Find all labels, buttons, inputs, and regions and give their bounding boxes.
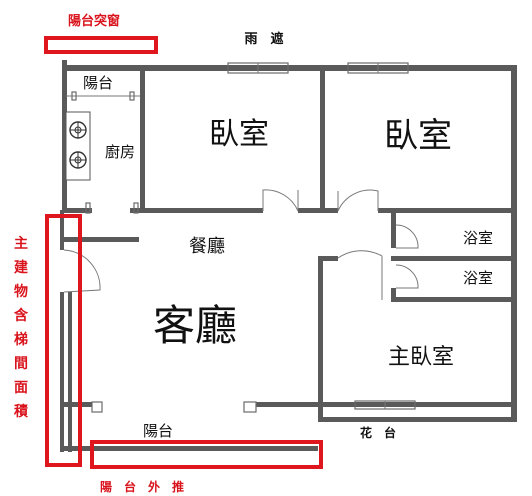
wall-left-lower-a: [60, 292, 64, 452]
wall-bedroom1-bottom-a: [140, 208, 263, 213]
annotation-box-bottom: [90, 440, 323, 469]
label-bath-1: 浴室: [463, 229, 493, 247]
annotation-top-text: 陽台突窗: [68, 13, 120, 29]
annotation-left-char: 面: [14, 380, 28, 396]
annotation-left-char: 物: [14, 283, 28, 300]
annotation-box-top: [44, 36, 158, 54]
wall-bath-left-b: [391, 288, 396, 302]
label-balcony-bottom: 陽台: [143, 422, 173, 440]
wall-bedroom2-bottom: [378, 208, 517, 213]
wall-kitchen-bottom-a: [62, 208, 92, 213]
label-dining: 餐廳: [189, 236, 225, 257]
wall-left-mid: [60, 210, 64, 250]
wall-bath-divider: [391, 256, 517, 261]
wall-left-upper: [62, 65, 67, 210]
annotation-left-char: 梯: [14, 331, 28, 348]
door-entrance: [63, 249, 101, 293]
label-master-bedroom: 主臥室: [388, 345, 454, 370]
label-living: 客廳: [153, 301, 237, 350]
wall-kitchen-right: [140, 65, 145, 213]
label-bath-2: 浴室: [463, 269, 493, 287]
wall-bedroom-divider: [320, 65, 325, 213]
door-bath1: [395, 224, 419, 249]
wall-left-lower-b: [68, 292, 72, 452]
wall-bath-left-a: [391, 208, 396, 248]
door-master: [337, 250, 383, 259]
wall-master-bottom: [256, 402, 517, 407]
wall-master-left: [318, 256, 323, 422]
label-canopy: 雨 遮: [244, 31, 283, 47]
annotation-left-char: 積: [13, 403, 29, 420]
wall-master-top-stub: [318, 256, 338, 261]
door-bath2: [395, 264, 419, 289]
wall-balcony-bottom: [62, 446, 318, 451]
doors: [63, 95, 419, 413]
label-bedroom-1: 臥室: [209, 117, 269, 152]
annotation-left-char: 含: [14, 307, 29, 324]
wall-right: [511, 65, 517, 422]
windows: [71, 62, 416, 410]
annotations: 陽台突窗 陽 台 外 推 主 建 物 含 梯 間 面 積: [13, 13, 323, 494]
wall-living-bottom-left: [62, 402, 92, 407]
label-kitchen: 廚房: [105, 143, 135, 161]
label-flower-bed: 花 台: [360, 425, 396, 440]
wall-flowerbed: [318, 417, 517, 422]
annotation-left-char: 建: [14, 259, 28, 276]
annotation-left-char: 主: [14, 235, 28, 252]
label-balcony-top: 陽台: [83, 74, 113, 92]
wall-bath-bottom: [391, 297, 517, 302]
wall-corner: [62, 60, 67, 70]
annotation-box-left: [45, 214, 82, 467]
door-bedroom1: [262, 189, 299, 212]
stove-icon: [65, 111, 91, 181]
door-bedroom2: [337, 189, 379, 212]
annotation-bottom-text: 陽 台 外 推: [100, 479, 184, 494]
wall-dining-partial: [62, 237, 139, 242]
label-bedroom-2: 臥室: [384, 116, 452, 156]
wall-bedroom-bottom-mid: [298, 208, 338, 213]
annotation-left-char: 間: [14, 356, 28, 372]
